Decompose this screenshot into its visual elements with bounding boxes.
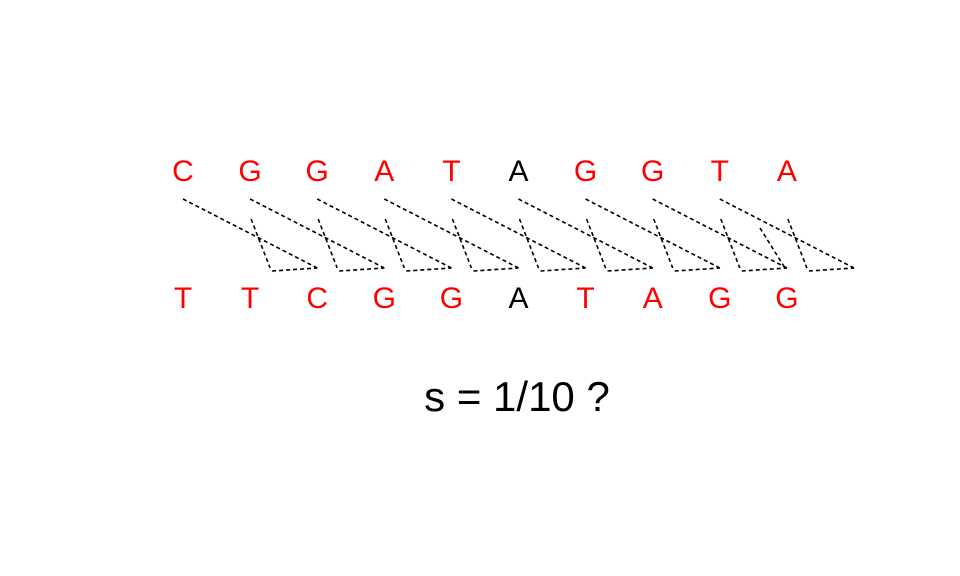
- bottom-base-7: T: [576, 282, 594, 315]
- bottom-base-1: T: [174, 282, 192, 315]
- connector-base-9: [808, 267, 855, 272]
- top-base-1: C: [172, 155, 194, 188]
- bottom-base-10: G: [775, 282, 798, 315]
- connector-bend-10: [759, 227, 786, 269]
- connector-diagonal-2: [249, 198, 385, 269]
- connector-bend-9: [787, 218, 808, 269]
- top-base-10: A: [777, 155, 797, 188]
- connector-diagonal-5: [451, 198, 586, 269]
- connector-bend-3: [384, 218, 406, 269]
- top-base-9: T: [711, 155, 729, 188]
- connector-base-3: [406, 267, 452, 272]
- connector-diagonal-7: [585, 198, 721, 269]
- bottom-base-3: C: [306, 282, 328, 315]
- alignment-connectors: [182, 198, 855, 272]
- connector-base-1: [272, 267, 318, 272]
- connector-diagonal-4: [383, 198, 519, 269]
- connector-base-8: [741, 267, 787, 272]
- bottom-base-4: G: [373, 282, 396, 315]
- top-base-3: G: [306, 155, 329, 188]
- connector-diagonal-1: [182, 198, 318, 269]
- connector-base-2: [339, 267, 385, 272]
- connector-base-4: [473, 267, 519, 272]
- top-base-8: G: [641, 155, 664, 188]
- connector-diagonal-8: [652, 198, 788, 269]
- bottom-base-6: A: [508, 282, 528, 315]
- bottom-base-8: A: [643, 282, 663, 315]
- connector-bend-2: [317, 218, 338, 269]
- bottom-base-5: G: [440, 282, 463, 315]
- connector-base-7: [674, 267, 720, 272]
- connector-bend-6: [585, 218, 607, 269]
- connector-bend-1: [250, 218, 271, 269]
- connector-diagonal-6: [518, 198, 654, 269]
- bottom-base-9: G: [708, 282, 731, 315]
- top-base-5: T: [442, 155, 460, 188]
- connector-bend-7: [652, 218, 674, 269]
- connector-bend-4: [451, 218, 473, 269]
- top-base-4: A: [374, 155, 394, 188]
- connector-base-5: [540, 267, 586, 272]
- connector-base-6: [607, 267, 653, 272]
- similarity-score: s = 1/10 ?: [424, 373, 610, 420]
- bottom-base-2: T: [241, 282, 259, 315]
- connector-bend-5: [518, 218, 540, 269]
- connector-diagonal-3: [316, 198, 452, 269]
- top-base-2: G: [238, 155, 261, 188]
- connector-bend-8: [720, 218, 741, 269]
- top-base-6: A: [508, 155, 528, 188]
- top-base-7: G: [574, 155, 597, 188]
- connector-diagonal-9: [719, 198, 855, 269]
